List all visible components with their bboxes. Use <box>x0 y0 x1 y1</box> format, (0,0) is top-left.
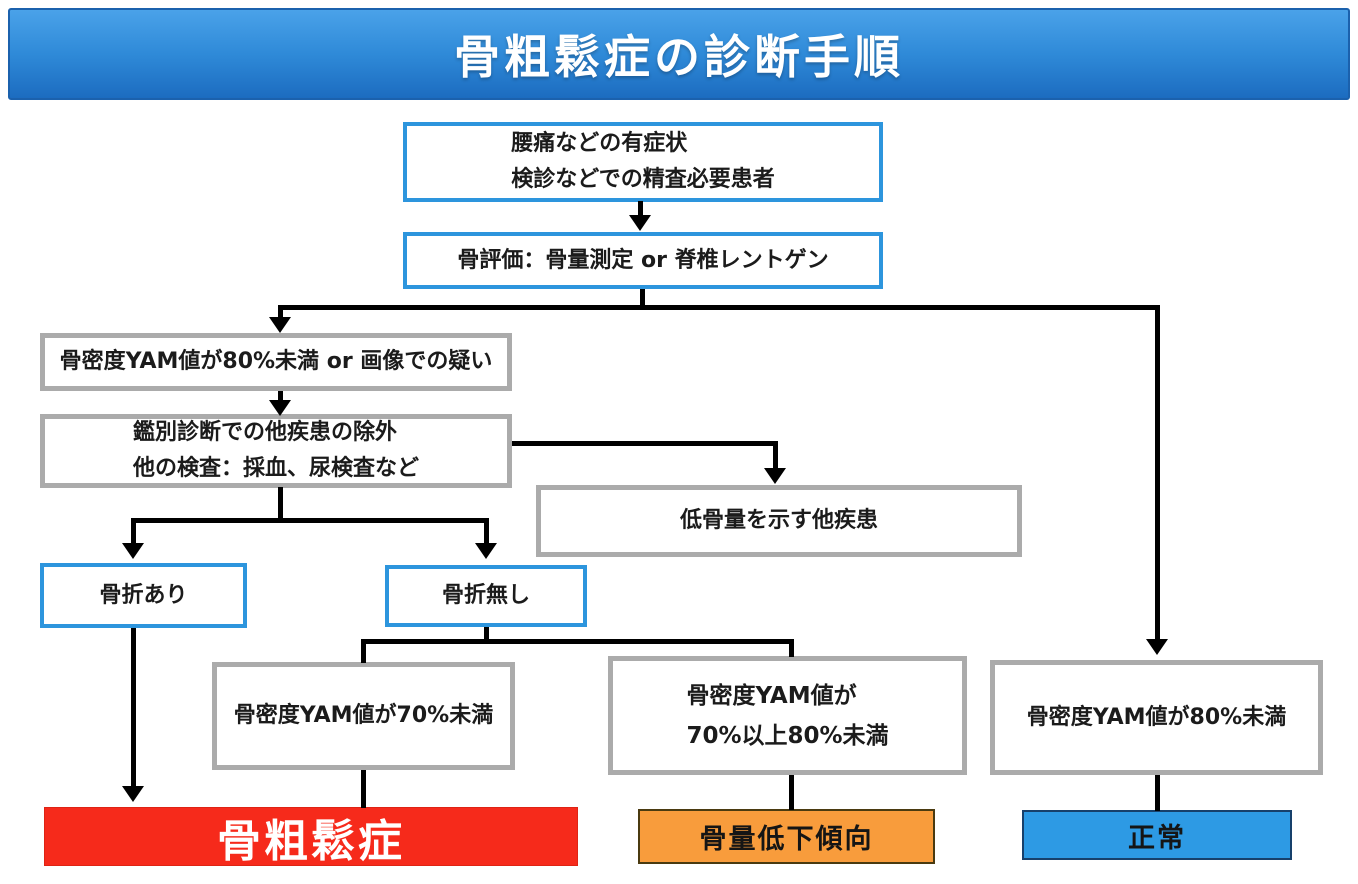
page-title: 骨粗鬆症の診断手順 <box>8 8 1350 100</box>
node-differential-line2: 他の検査：採血、尿検査など <box>132 456 419 481</box>
connector-fractureno-stub-line <box>484 627 489 643</box>
node-entry: 腰痛などの有症状 検診などでの精査必要患者 <box>403 122 883 202</box>
connector-to-low-bmd-line <box>278 305 283 319</box>
node-yam-70-80: 骨密度YAM値が 70%以上80%未満 <box>608 656 967 775</box>
connector-to-yam-70-80-line <box>789 639 794 657</box>
node-entry-text: 腰痛などの有症状 検診などでの精査必要患者 <box>511 126 775 198</box>
node-yam-under-70-label: 骨密度YAM値が70%未満 <box>233 703 494 728</box>
connector-entry-evaluation-line <box>638 201 643 216</box>
result-osteopenia-label: 骨量低下傾向 <box>699 824 874 855</box>
node-differential-line1: 鑑別診断での他疾患の除外 <box>132 420 397 445</box>
node-yam-under-70: 骨密度YAM値が70%未満 <box>212 662 515 770</box>
result-normal-label: 正常 <box>1128 822 1186 854</box>
node-fracture-yes: 骨折あり <box>40 563 247 628</box>
node-fracture-no: 骨折無し <box>385 565 587 627</box>
result-osteoporosis: 骨粗鬆症 <box>44 807 578 867</box>
connector-to-fracture-yes-line <box>131 518 136 545</box>
connector-to-yam-under-80-arrow-icon <box>1146 639 1168 655</box>
node-low-bmd-or-imaging-label: 骨密度YAM値が80%未満 or 画像での疑い <box>59 349 493 374</box>
connector-yam70-osteoporosis-line <box>361 770 366 808</box>
connector-to-low-bmd-arrow-icon <box>269 317 291 333</box>
connector-to-fracture-no-arrow-icon <box>475 543 497 559</box>
node-bone-evaluation: 骨評価：骨量測定 or 脊椎レントゲン <box>403 232 883 289</box>
connector-fracture-split-hline <box>131 518 489 523</box>
connector-differential-other-vline <box>773 441 778 470</box>
node-entry-line1: 腰痛などの有症状 <box>511 131 688 156</box>
result-normal: 正常 <box>1022 810 1292 860</box>
connector-evaluation-split-hline <box>280 305 1160 310</box>
connector-to-fracture-yes-arrow-icon <box>122 543 144 559</box>
node-yam-70-80-line2: 70%以上80%未満 <box>686 722 889 749</box>
node-low-bmd-or-imaging: 骨密度YAM値が80%未満 or 画像での疑い <box>40 333 512 391</box>
node-other-disease: 低骨量を示す他疾患 <box>536 485 1022 557</box>
connector-to-yam-under-80-line <box>1155 305 1160 640</box>
page-title-text: 骨粗鬆症の診断手順 <box>454 30 904 84</box>
node-fracture-yes-label: 骨折あり <box>99 582 188 608</box>
connector-lowbmd-differential-arrow-icon <box>269 400 291 416</box>
node-yam-under-80-label: 骨密度YAM値が80%未満 <box>1026 704 1287 730</box>
connector-to-fracture-no-line <box>484 518 489 545</box>
connector-yam7080-osteopenia-line <box>789 775 794 810</box>
connector-evaluation-stub-line <box>640 289 645 308</box>
connector-fractureyes-osteoporosis-line <box>131 628 136 788</box>
connector-differential-stub-line <box>278 487 283 523</box>
node-entry-line2: 検診などでの精査必要患者 <box>511 167 775 192</box>
result-osteopenia: 骨量低下傾向 <box>638 809 935 864</box>
connector-differential-other-arrow-icon <box>764 468 786 484</box>
node-differential-diagnosis: 鑑別診断での他疾患の除外 他の検査：採血、尿検査など <box>40 414 512 488</box>
connector-to-yam-under-70-line <box>361 639 366 663</box>
result-osteoporosis-label: 骨粗鬆症 <box>217 815 405 867</box>
connector-yam80-normal-line <box>1155 775 1160 811</box>
connector-differential-other-hline <box>512 441 778 446</box>
node-yam-70-80-line1: 骨密度YAM値が <box>686 682 857 709</box>
node-bone-evaluation-label: 骨評価：骨量測定 or 脊椎レントゲン <box>457 247 829 273</box>
connector-fractureyes-osteoporosis-arrow-icon <box>122 786 144 802</box>
node-differential-text: 鑑別診断での他疾患の除外 他の検査：採血、尿検査など <box>133 415 419 487</box>
node-fracture-no-label: 骨折無し <box>441 583 530 608</box>
node-yam-70-80-text: 骨密度YAM値が 70%以上80%未満 <box>686 676 888 756</box>
connector-yam-split-hline <box>361 639 794 644</box>
node-other-disease-label: 低骨量を示す他疾患 <box>679 508 878 533</box>
connector-lowbmd-differential-line <box>278 391 283 402</box>
connector-entry-evaluation-arrow-icon <box>629 215 651 231</box>
node-yam-under-80: 骨密度YAM値が80%未満 <box>990 660 1323 775</box>
